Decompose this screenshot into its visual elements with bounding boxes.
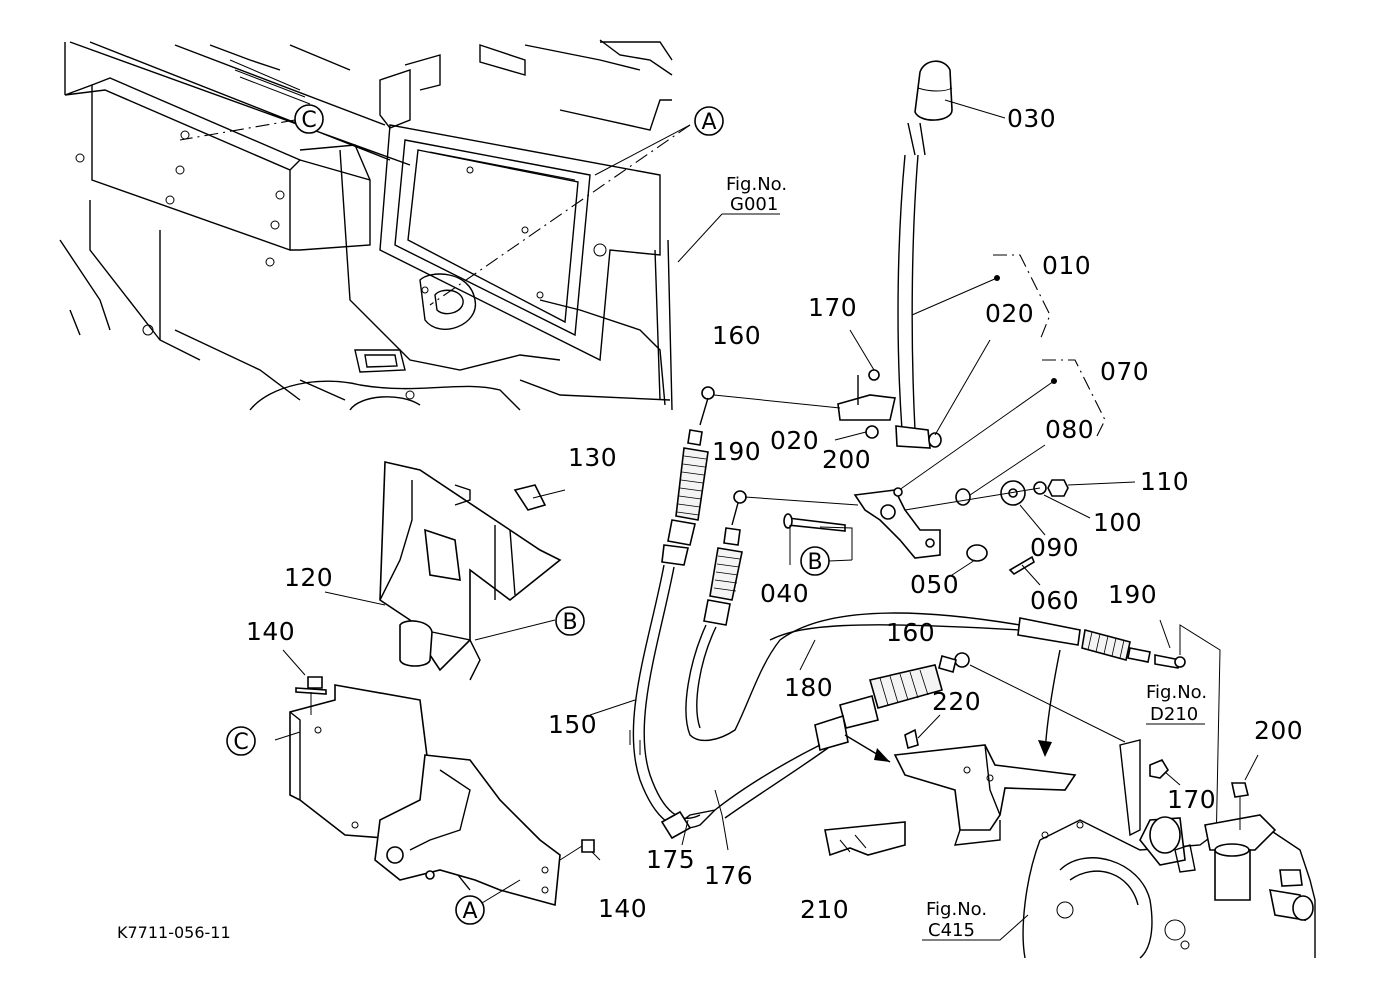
callout-170-right: 170 bbox=[1167, 785, 1216, 814]
pedal-bracket-assembly bbox=[274, 461, 601, 907]
callout-200-center: 200 bbox=[822, 445, 871, 474]
callout-140-left: 140 bbox=[246, 617, 295, 646]
callout-210: 210 bbox=[800, 895, 849, 924]
callout-160-right: 160 bbox=[886, 618, 935, 647]
svg-text:Fig.No.: Fig.No. bbox=[926, 899, 987, 920]
callout-220: 220 bbox=[932, 687, 981, 716]
callout-020-left: 020 bbox=[770, 426, 819, 455]
fig-ref-G001: Fig.No. G001 bbox=[677, 174, 787, 263]
callout-190-right: 190 bbox=[1108, 580, 1157, 609]
callout-060: 060 bbox=[1030, 586, 1079, 615]
fig-ref-D210: Fig.No. D210 bbox=[1146, 682, 1207, 725]
ref-letter-C-top: C bbox=[294, 104, 324, 134]
svg-text:D210: D210 bbox=[1150, 704, 1198, 725]
svg-text:B: B bbox=[807, 550, 822, 575]
transmission-housing bbox=[1022, 739, 1316, 959]
callout-150: 150 bbox=[548, 710, 597, 739]
callout-120: 120 bbox=[284, 563, 333, 592]
cable-lower-right bbox=[660, 652, 1126, 851]
callout-160-top: 160 bbox=[712, 321, 761, 350]
svg-text:A: A bbox=[701, 110, 716, 135]
callout-030: 030 bbox=[1007, 104, 1056, 133]
cable-180 bbox=[685, 490, 1221, 901]
svg-text:A: A bbox=[462, 899, 477, 924]
ref-letter-A-bottom: A bbox=[455, 895, 485, 925]
svg-text:C415: C415 bbox=[928, 920, 975, 941]
callout-130: 130 bbox=[568, 443, 617, 472]
ref-letter-B-left: B bbox=[555, 606, 585, 636]
callout-180: 180 bbox=[784, 673, 833, 702]
svg-text:C: C bbox=[301, 108, 316, 133]
ref-letter-B-center: B bbox=[800, 546, 853, 576]
callout-175: 175 bbox=[646, 845, 695, 874]
callout-100: 100 bbox=[1093, 508, 1142, 537]
callout-labels: 030 010 170 020 160 070 080 020 190 200 … bbox=[246, 104, 1303, 924]
callout-190-center: 190 bbox=[712, 437, 761, 466]
svg-text:B: B bbox=[562, 610, 577, 635]
svg-text:Fig.No.: Fig.No. bbox=[726, 174, 787, 195]
callout-090: 090 bbox=[1030, 533, 1079, 562]
svg-text:G001: G001 bbox=[730, 194, 778, 215]
fig-ref-C415: Fig.No. C415 bbox=[922, 899, 1029, 941]
shift-lever bbox=[884, 60, 1106, 501]
svg-text:Fig.No.: Fig.No. bbox=[1146, 682, 1207, 703]
callout-050: 050 bbox=[910, 570, 959, 599]
ref-letter-C-left: C bbox=[226, 726, 256, 756]
dash-panel-reference-view bbox=[59, 39, 691, 411]
callout-080: 080 bbox=[1045, 415, 1094, 444]
cable-mount-bracket bbox=[824, 649, 1077, 857]
callout-200-right: 200 bbox=[1254, 716, 1303, 745]
callout-040: 040 bbox=[760, 579, 809, 608]
callout-170-top: 170 bbox=[808, 293, 857, 322]
shift-cable-bracket bbox=[783, 329, 1136, 586]
callout-010: 010 bbox=[1042, 251, 1091, 280]
ref-letter-A-top: A bbox=[694, 106, 724, 136]
callout-020-right: 020 bbox=[985, 299, 1034, 328]
svg-text:C: C bbox=[233, 730, 248, 755]
callout-070: 070 bbox=[1100, 357, 1149, 386]
drawing-id: K7711-056-11 bbox=[117, 923, 231, 942]
callout-110: 110 bbox=[1140, 467, 1189, 496]
callout-140-bottom: 140 bbox=[598, 894, 647, 923]
callout-176: 176 bbox=[704, 861, 753, 890]
